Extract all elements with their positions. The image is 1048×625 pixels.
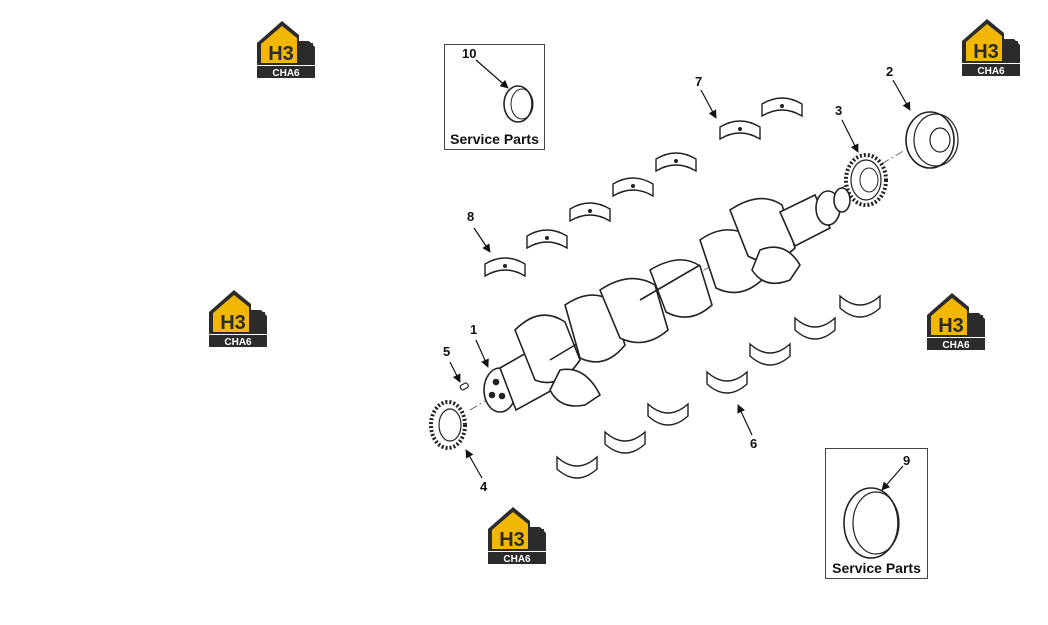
part-3-gear [844, 153, 888, 207]
brand-logo-2: H3 CHA6 [960, 17, 1022, 77]
brand-logo-1: H3 CHA6 [255, 19, 317, 79]
svg-text:H3: H3 [973, 41, 999, 63]
callout-3: 3 [835, 103, 843, 118]
callout-5: 5 [443, 344, 451, 359]
part-5-dowel [459, 382, 469, 391]
svg-text:H3: H3 [220, 312, 246, 334]
part-4-gear [429, 400, 467, 450]
part-10-ring [503, 85, 534, 123]
svg-text:CHA6: CHA6 [942, 340, 970, 351]
callout-4: 4 [480, 479, 488, 494]
service-parts-label: Service Parts [832, 560, 921, 576]
svg-text:CHA6: CHA6 [503, 554, 531, 565]
brand-logo-3: H3 CHA6 [207, 288, 269, 348]
callout-1: 1 [470, 322, 478, 337]
service-parts-box-10: Service Parts [444, 44, 545, 150]
callout-8: 8 [467, 209, 475, 224]
svg-text:CHA6: CHA6 [272, 68, 300, 79]
brand-logo-4: H3 CHA6 [925, 291, 987, 351]
svg-text:CHA6: CHA6 [977, 66, 1005, 77]
callout-6: 6 [750, 436, 758, 451]
part-1-crankshaft [483, 187, 851, 413]
callout-2: 2 [886, 64, 894, 79]
part-2-ring [905, 111, 959, 169]
part-9-seal [843, 487, 900, 559]
service-parts-label: Service Parts [450, 131, 539, 147]
svg-text:H3: H3 [938, 315, 964, 337]
svg-text:H3: H3 [499, 529, 525, 551]
svg-text:H3: H3 [268, 43, 294, 65]
brand-logo-5: H3 CHA6 [486, 505, 548, 565]
svg-text:CHA6: CHA6 [224, 337, 252, 348]
callout-9: 9 [903, 453, 911, 468]
callout-7: 7 [695, 74, 703, 89]
callout-10: 10 [462, 46, 477, 61]
leader-arrows [449, 59, 911, 491]
